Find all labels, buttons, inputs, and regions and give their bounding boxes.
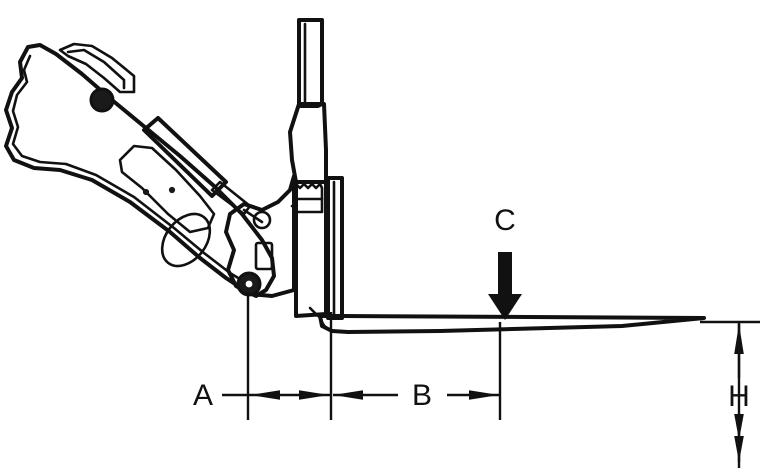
fork-tine-profile bbox=[318, 314, 706, 334]
dimension-h-arrow-down-lower bbox=[734, 436, 744, 462]
dimension-h: H bbox=[700, 320, 760, 462]
boom-upper-link bbox=[58, 42, 136, 94]
fork-tine-root-step bbox=[308, 306, 320, 318]
mast-shoulder bbox=[288, 102, 328, 184]
fork-hanger-serrated-bar bbox=[292, 182, 324, 214]
cylinder-rod-end bbox=[242, 208, 264, 224]
plate-hole-left bbox=[142, 188, 150, 196]
dimension-label-b: B bbox=[412, 379, 432, 412]
load-arrow-head bbox=[488, 294, 522, 320]
dimension-b: B bbox=[333, 379, 500, 412]
lower-pivot-pin-center bbox=[245, 280, 253, 288]
dimension-b-arrow-right bbox=[469, 390, 499, 400]
boom-main-body bbox=[4, 43, 276, 298]
dimension-h-arrow-up bbox=[734, 324, 744, 354]
dimension-a-arrow-left bbox=[250, 390, 280, 400]
mast-upper-column bbox=[297, 18, 324, 108]
dimension-a-arrow-right bbox=[299, 390, 329, 400]
knuckle-bore-hole bbox=[252, 210, 272, 230]
mast-and-carriage bbox=[288, 18, 344, 320]
dimension-label-c: C bbox=[494, 204, 516, 237]
plate-hole-right bbox=[168, 186, 176, 194]
hydraulic-cylinder-barrel bbox=[142, 116, 228, 198]
dimension-b-arrow-left bbox=[333, 390, 363, 400]
carriage-side-step bbox=[290, 204, 298, 258]
load-arrow-shaft bbox=[498, 252, 512, 296]
load-arrow-group: C bbox=[488, 204, 522, 320]
loader-arm-assembly bbox=[4, 42, 296, 298]
boom-inner-contour bbox=[11, 54, 250, 286]
knuckle-slot bbox=[254, 241, 274, 271]
dimension-h-arrow-down-upper bbox=[734, 414, 744, 440]
dimension-label-h: H bbox=[728, 380, 750, 413]
boom-upper-link-inner bbox=[66, 48, 126, 90]
boom-oval-cutout bbox=[160, 212, 212, 268]
dimension-label-a: A bbox=[193, 379, 213, 412]
boom-pivot-boss-upper-ring bbox=[89, 87, 115, 113]
dimension-a: A bbox=[193, 379, 331, 412]
coupler-knuckle bbox=[224, 174, 296, 298]
boom-mid-plate bbox=[118, 144, 216, 234]
